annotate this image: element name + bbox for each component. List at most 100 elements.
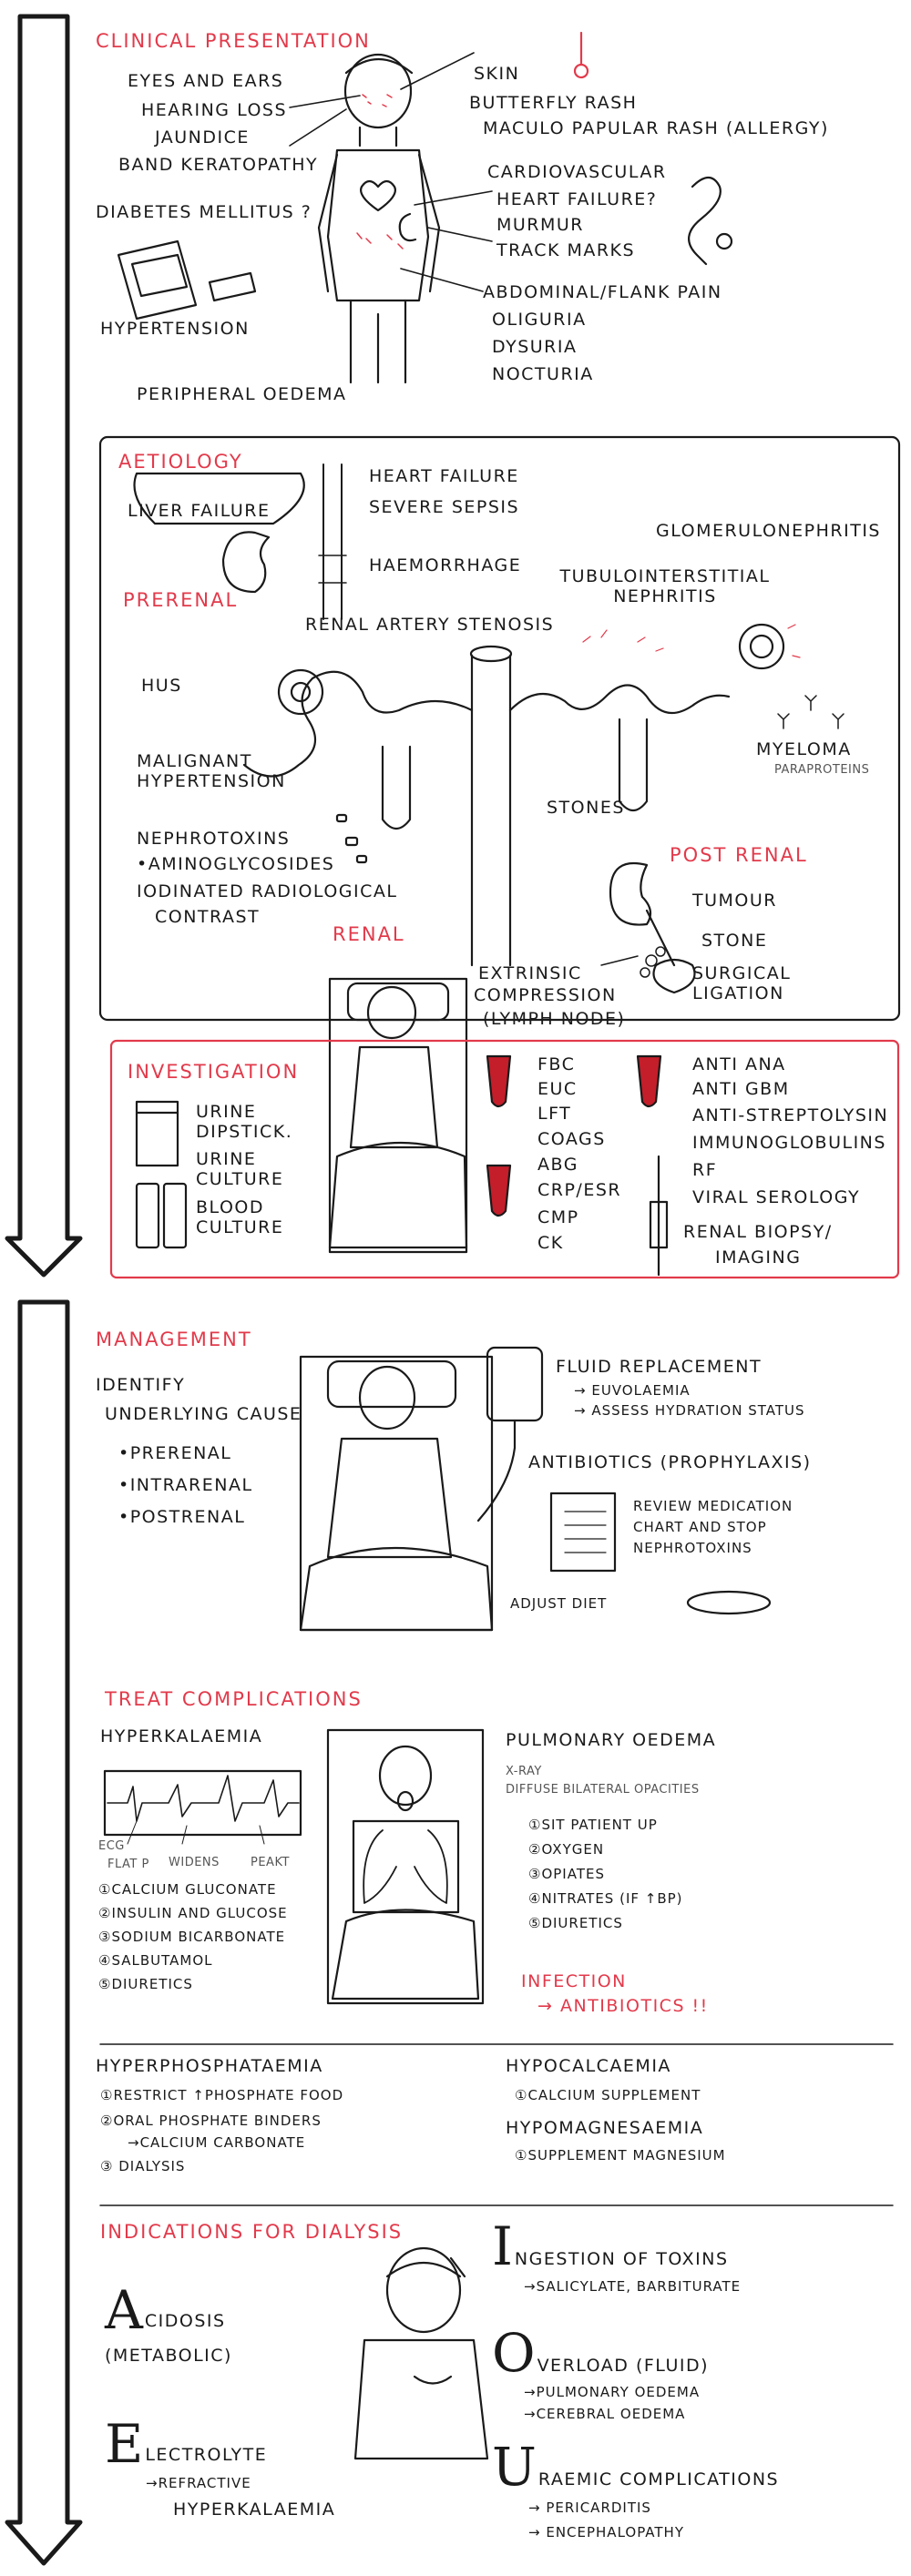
- thermometer-icon: [573, 31, 589, 79]
- electrolyte-sub1: →Refractive: [146, 2475, 251, 2491]
- overload-row: O verload (Fluid): [492, 2327, 709, 2379]
- imaging-label: Imaging: [715, 1247, 802, 1268]
- renal-artery-stenosis-label: Renal Artery Stenosis: [305, 615, 555, 635]
- stone-label: Stone: [701, 931, 768, 951]
- liver-icon: [133, 472, 305, 525]
- surgical-ligation-label: Surgical Ligation: [692, 963, 792, 1003]
- kidney-icon: [398, 212, 417, 242]
- loop-of-henle: [618, 718, 649, 812]
- antibiotics-label: Antibiotics (Prophylaxis): [528, 1452, 812, 1472]
- ingestion-rest: ngestion of Toxins: [514, 2249, 729, 2269]
- diabetes-label: Diabetes Mellitus ?: [96, 202, 312, 222]
- biopsy-needle-icon: [649, 1155, 669, 1277]
- hk-step-3: ③Sodium Bicarbonate: [98, 1929, 286, 1945]
- management-title: Management: [96, 1329, 252, 1350]
- chart-stop-label: Chart and Stop: [633, 1519, 767, 1535]
- myeloma-label: Myeloma: [756, 739, 852, 759]
- overload-rest: verload (Fluid): [537, 2356, 709, 2376]
- uraemic-sub2: → Encephalopathy: [528, 2524, 684, 2540]
- dialysis-title: Indications for Dialysis: [100, 2221, 404, 2243]
- aetiology-title: Aetiology: [118, 451, 243, 473]
- glomerulonephritis-label: Glomerulonephritis: [656, 521, 881, 541]
- hp-step-3: ③ Dialysis: [100, 2158, 186, 2174]
- compression-label: Compression: [474, 985, 617, 1005]
- nephrotoxins-stop-label: Nephrotoxins: [633, 1540, 752, 1556]
- severe-sepsis-label: Severe Sepsis: [369, 497, 520, 517]
- identify-label: Identify: [96, 1375, 186, 1395]
- blood-culture-label: Blood Culture: [196, 1197, 284, 1237]
- opacities-label: Diffuse Bilateral Opacities: [506, 1783, 700, 1797]
- dysuria-label: Dysuria: [492, 337, 578, 357]
- aetiology-box: [98, 435, 901, 1022]
- medication-chart-icon: [549, 1492, 617, 1573]
- band-keratopathy-label: Band Keratopathy: [118, 155, 319, 175]
- hp-step-2: ②Oral Phosphate Binders: [100, 2113, 322, 2129]
- uraemic-letter: U: [492, 2436, 537, 2498]
- bloods-viral: Viral serology: [692, 1187, 861, 1207]
- fluid-replacement-label: Fluid Replacement: [556, 1357, 763, 1377]
- po-step-2: ②Oxygen: [528, 1841, 605, 1858]
- xray-patient-figure: [326, 1728, 485, 2005]
- urine-pot-icon: [135, 1100, 179, 1167]
- investigation-title: Investigation: [128, 1061, 300, 1083]
- hp-step-2b: →Calcium Carbonate: [128, 2134, 306, 2151]
- overload-sub1: →Pulmonary Oedema: [524, 2384, 701, 2400]
- bloods-aso: Anti-Streptolysin: [692, 1105, 889, 1125]
- postrenal-label: Post Renal: [670, 844, 808, 866]
- paraprotein-label: Paraproteins: [774, 763, 870, 777]
- murmur-label: Murmur: [496, 215, 585, 235]
- hk-step-1: ①Calcium Gluconate: [98, 1881, 277, 1898]
- maculopapular-rash-label: Maculo papular rash (allergy): [483, 118, 829, 138]
- blood-tube-icon-1: [486, 1054, 512, 1108]
- bloods-rf: RF: [692, 1160, 718, 1180]
- cause-prerenal: •Prerenal: [118, 1443, 232, 1463]
- infection-antibiotics-label: → Antibiotics !!: [537, 1996, 709, 2016]
- haemorrhage-label: Haemorrhage: [369, 555, 522, 575]
- widens-label: Widens: [169, 1856, 220, 1869]
- flow-arrow-top: [5, 14, 83, 1278]
- blood-tube-icon-2: [486, 1164, 512, 1217]
- oliguria-label: Oliguria: [492, 310, 587, 330]
- tubulointerstitial-label: Tubulointerstitial Nephritis: [559, 566, 771, 606]
- acidosis-sub: (Metabolic): [105, 2346, 232, 2366]
- butterfly-rash-label: Butterfly Rash: [469, 93, 638, 113]
- iodinated-label: Iodinated Radiological: [137, 881, 398, 901]
- lymph-nodes: [640, 946, 666, 978]
- xray-label: X-Ray: [506, 1765, 542, 1778]
- hp-step-1: ①Restrict ↑Phosphate Food: [100, 2087, 344, 2103]
- glomerulus-hus-icon: [277, 668, 324, 716]
- investigation-box: [109, 1039, 900, 1279]
- tumour-label: Tumour: [692, 891, 777, 911]
- patient-bed-management: [299, 1355, 494, 1632]
- infection-label: Infection: [521, 1971, 627, 1991]
- hk-step-5: ⑤Diuretics: [98, 1976, 193, 1992]
- ecg-strip: [103, 1769, 302, 1845]
- track-marks-label: Track Marks: [496, 240, 636, 260]
- rash-marks: [356, 94, 404, 249]
- bloods-gbm: Anti GBM: [692, 1079, 790, 1099]
- peripheral-oedema-label: Peripheral Oedema: [137, 384, 347, 404]
- acidosis-row: A cidosis: [105, 2284, 226, 2337]
- po-step-5: ⑤Diuretics: [528, 1915, 623, 1931]
- urine-dipstick-label: Urine Dipstick.: [196, 1102, 293, 1142]
- heart-failure-aet-label: Heart Failure: [369, 466, 519, 486]
- euvolaemia-label: → Euvolaemia: [574, 1382, 691, 1399]
- pulmonary-oedema-label: Pulmonary Oedema: [506, 1730, 717, 1750]
- hypoca-step: ①Calcium Supplement: [515, 2087, 701, 2103]
- po-step-4: ④Nitrates (If ↑BP): [528, 1890, 683, 1907]
- peakt-label: PeakT: [251, 1856, 290, 1869]
- skin-label: Skin: [474, 64, 520, 84]
- overload-letter: O: [492, 2322, 536, 2384]
- kidney-postrenal-icon: [609, 861, 652, 926]
- liver-failure-label: Liver Failure: [128, 501, 271, 521]
- hypomg-step: ①Supplement Magnesium: [515, 2147, 726, 2164]
- po-step-3: ③Opiates: [528, 1866, 605, 1882]
- blood-tube-icon-3: [636, 1054, 662, 1108]
- heart-failure-label: Heart Failure?: [496, 189, 658, 209]
- ecg-label: ECG: [98, 1839, 125, 1853]
- flat-p-label: Flat P: [107, 1858, 149, 1871]
- tubule-left: [242, 670, 474, 778]
- inflammation-marks: [582, 624, 801, 658]
- ingestion-sub: →Salicylate, Barbiturate: [524, 2278, 742, 2295]
- hyperkalaemia-label: Hyperkalaemia: [100, 1726, 263, 1746]
